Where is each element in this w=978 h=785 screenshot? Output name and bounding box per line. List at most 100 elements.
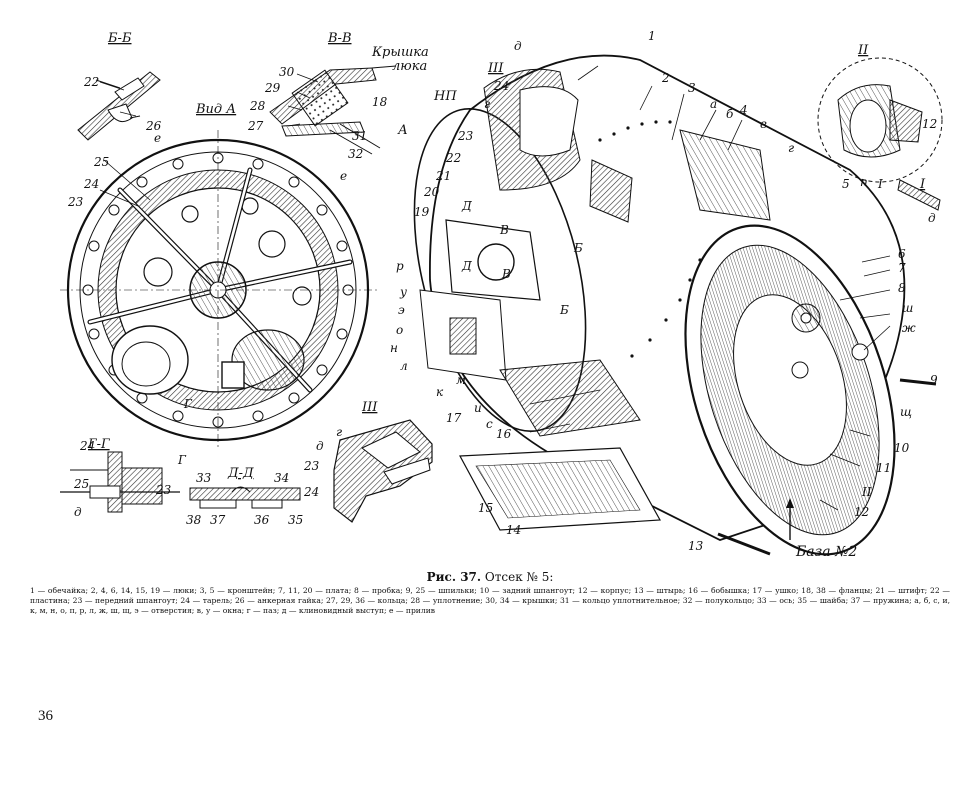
- svg-text:38: 38: [186, 513, 202, 527]
- svg-text:17: 17: [446, 411, 462, 425]
- svg-text:у: у: [399, 285, 407, 299]
- svg-text:4: 4: [739, 103, 748, 117]
- svg-text:23: 23: [303, 459, 320, 473]
- svg-text:Б: Б: [559, 303, 569, 317]
- svg-text:и: и: [474, 401, 482, 415]
- svg-text:Д: Д: [461, 259, 472, 273]
- svg-text:31: 31: [352, 129, 367, 143]
- svg-text:24: 24: [79, 439, 95, 453]
- svg-text:д: д: [514, 39, 522, 53]
- compartment-isometric-drawing: [413, 54, 937, 556]
- svg-text:10: 10: [894, 441, 910, 455]
- svg-text:6: 6: [898, 247, 906, 261]
- view-title-vv: В-В: [327, 31, 352, 46]
- svg-text:16: 16: [496, 427, 512, 441]
- svg-text:Г: Г: [177, 453, 187, 467]
- svg-text:е: е: [340, 169, 347, 183]
- svg-text:II: II: [861, 485, 872, 499]
- svg-text:35: 35: [288, 513, 303, 527]
- svg-text:е: е: [154, 131, 161, 145]
- svg-text:д: д: [316, 439, 324, 453]
- svg-text:г: г: [788, 141, 794, 155]
- svg-text:д: д: [74, 505, 82, 519]
- svg-text:д: д: [928, 211, 936, 225]
- svg-text:27: 27: [247, 119, 264, 133]
- svg-text:н: н: [390, 341, 398, 355]
- svg-text:л: л: [400, 359, 408, 373]
- section-bb-drawing: [77, 71, 161, 141]
- svg-text:24: 24: [493, 79, 509, 93]
- svg-text:23: 23: [457, 129, 474, 143]
- hatch-cover-label-line2: люка: [392, 59, 427, 74]
- svg-text:В: В: [501, 267, 511, 281]
- label-base-no2: База №2: [795, 544, 857, 560]
- svg-text:3: 3: [688, 81, 696, 95]
- technical-drawing: Б-Б В-В Крышка люка Вид А Г-Г Д-Д III II…: [60, 29, 943, 560]
- svg-text:в: в: [760, 117, 767, 131]
- svg-text:11: 11: [876, 461, 891, 475]
- svg-text:32: 32: [348, 147, 363, 161]
- svg-text:м: м: [456, 373, 466, 387]
- svg-text:1: 1: [648, 29, 656, 43]
- svg-text:29: 29: [264, 81, 281, 95]
- svg-text:26: 26: [145, 119, 162, 133]
- svg-text:В: В: [499, 223, 509, 237]
- svg-text:к: к: [436, 385, 444, 399]
- svg-text:8: 8: [898, 281, 906, 295]
- detail-ii-drawing: [817, 57, 943, 211]
- svg-text:г: г: [484, 97, 490, 111]
- svg-text:30: 30: [279, 65, 295, 79]
- svg-text:23: 23: [67, 195, 84, 209]
- svg-text:7: 7: [898, 261, 906, 275]
- svg-text:Г: Г: [183, 397, 193, 411]
- view-a-drawing: [60, 130, 380, 450]
- svg-text:2: 2: [661, 71, 670, 85]
- svg-text:22: 22: [445, 151, 461, 165]
- svg-text:9: 9: [930, 373, 938, 387]
- svg-text:с: с: [486, 417, 493, 431]
- hatch-cover-label-line1: Крышка: [371, 45, 429, 60]
- svg-text:р: р: [396, 259, 404, 273]
- svg-text:5: 5: [842, 177, 850, 191]
- view-titles: Б-Б В-В Крышка люка Вид А Г-Г Д-Д III II…: [87, 31, 926, 560]
- view-title-bb: Б-Б: [107, 31, 132, 46]
- svg-text:ж: ж: [902, 321, 916, 335]
- svg-text:25: 25: [73, 477, 89, 491]
- section-gg-drawing: [60, 451, 180, 513]
- svg-text:12: 12: [922, 117, 937, 131]
- svg-text:13: 13: [688, 539, 704, 553]
- svg-text:25: 25: [93, 155, 109, 169]
- svg-text:23: 23: [155, 483, 172, 497]
- view-title-dd: Д-Д: [227, 466, 254, 481]
- view-title-iii-top: III: [487, 61, 504, 76]
- svg-text:б: б: [726, 107, 734, 121]
- svg-text:20: 20: [423, 185, 440, 199]
- caption-number: Рис. 37.: [426, 570, 482, 584]
- view-title-gg: Г-Г: [87, 437, 110, 452]
- caption-heading: Отсек № 5:: [484, 570, 554, 584]
- figure-caption: Рис. 37. Отсек № 5: 1 — обечайка; 2, 4, …: [30, 570, 950, 616]
- svg-text:37: 37: [210, 513, 226, 527]
- svg-text:г: г: [336, 425, 342, 439]
- svg-text:19: 19: [414, 205, 430, 219]
- view-title-ii: II: [857, 43, 869, 58]
- page-number: 36: [38, 708, 53, 724]
- svg-text:14: 14: [506, 523, 521, 537]
- caption-title: Рис. 37. Отсек № 5:: [30, 570, 950, 584]
- caption-legend: 1 — обечайка; 2, 4, 6, 14, 15, 19 — люки…: [30, 586, 950, 615]
- section-vv-drawing: [269, 65, 397, 155]
- svg-text:ш: ш: [902, 301, 913, 315]
- view-title-vid-a: Вид А: [195, 102, 236, 117]
- svg-text:12: 12: [854, 505, 869, 519]
- svg-text:э: э: [398, 303, 405, 317]
- svg-text:24: 24: [83, 177, 99, 191]
- svg-text:п: п: [860, 175, 868, 189]
- svg-text:а: а: [710, 97, 717, 111]
- svg-text:I: I: [877, 177, 883, 191]
- svg-text:34: 34: [274, 471, 289, 485]
- view-title-iii-detail: III: [361, 400, 378, 415]
- svg-text:36: 36: [254, 513, 270, 527]
- detail-iii-drawing: [333, 419, 433, 523]
